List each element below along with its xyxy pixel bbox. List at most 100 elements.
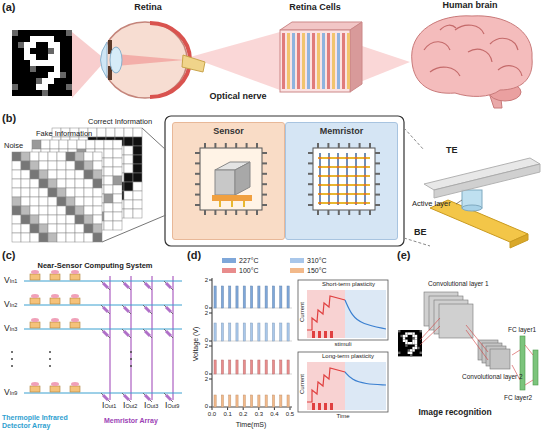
- detector-cube: [215, 162, 250, 170]
- signal-name: VIn9: [4, 388, 17, 397]
- voltage-pulse: [221, 286, 223, 308]
- crossbar-cell: [328, 193, 331, 196]
- legend-entry: 150°C: [290, 266, 327, 274]
- grid-cell: [84, 233, 93, 242]
- brain-gyri: [424, 42, 450, 50]
- chip-pin: [338, 143, 340, 148]
- layer-label: BE: [414, 228, 427, 238]
- thermopile-detector: [30, 386, 40, 392]
- leader-line: [456, 200, 462, 204]
- crossbar-line: [318, 193, 370, 195]
- voltage-pulse: [236, 286, 238, 308]
- crossbar-cell: [364, 193, 367, 196]
- grid-cell: [113, 167, 122, 176]
- legend-entry: 227°C: [222, 256, 259, 264]
- grid-cell: [12, 170, 21, 179]
- grid-cell: [104, 221, 113, 230]
- digit-pixel: [420, 330, 422, 332]
- grid-cell: [113, 140, 122, 149]
- chip-pin: [327, 143, 329, 148]
- grid-cell: [75, 161, 84, 170]
- voltage-pulse: [272, 286, 274, 308]
- grid-cell: [41, 140, 50, 149]
- grid-cell: [133, 128, 142, 137]
- crossbar-cell: [337, 175, 340, 178]
- legend-text: 227°C: [239, 257, 259, 264]
- grid-cell: [84, 152, 93, 161]
- ellipsis-dot: [130, 351, 132, 353]
- memristor-symbol: [144, 330, 151, 337]
- voltage-pulse: [258, 286, 260, 308]
- grid-cell: [113, 185, 122, 194]
- grid-cell: [104, 212, 113, 221]
- digit-pixel: [415, 335, 417, 337]
- brain-gyri: [468, 49, 492, 62]
- axis-tick: 0: [205, 403, 208, 410]
- digit-pixel: [48, 36, 54, 42]
- digit-pixel: [48, 42, 54, 48]
- relaxation-region: [345, 290, 386, 338]
- digit-pixel: [30, 54, 36, 60]
- lens: [110, 47, 122, 73]
- memristor-symbol: [102, 306, 109, 313]
- grid-cell: [113, 176, 122, 185]
- chip-pin: [195, 204, 200, 206]
- grid-cell: [93, 152, 102, 161]
- connection-line: [466, 325, 488, 352]
- tick: [209, 374, 212, 375]
- signal-name: IOut3: [144, 401, 158, 410]
- memristor-symbol: [165, 330, 172, 337]
- grid-cell: [12, 188, 21, 197]
- chip-pin: [195, 173, 200, 175]
- brain-gyri: [440, 25, 456, 30]
- grid-cell: [48, 170, 57, 179]
- grid-cell: [21, 197, 30, 206]
- grid-cell: [66, 170, 75, 179]
- grid-cell: [30, 224, 39, 233]
- voltage-pulse: [265, 360, 267, 374]
- array-label: Thermopile Infrared Detector Array: [2, 414, 98, 429]
- grid-cell: [57, 188, 66, 197]
- chip-pin: [195, 152, 200, 154]
- crossbar-cell: [319, 175, 322, 178]
- voltage-pulse: [236, 360, 238, 374]
- grid-cell: [75, 206, 84, 215]
- voltage-pulse: [214, 323, 216, 341]
- pulse-chart: [209, 278, 292, 410]
- absorber: [31, 270, 39, 274]
- layer-name: Convolutional layer 2: [462, 373, 523, 380]
- digit-pixel: [12, 30, 18, 36]
- layer-label: Active layer: [412, 200, 451, 208]
- voltage-pulse: [243, 360, 245, 374]
- crossbar-cell: [364, 184, 367, 187]
- axis-tick: 0: [205, 337, 208, 344]
- feature-map: [490, 349, 510, 369]
- node-title: Sensor: [173, 123, 284, 136]
- retina-cell: [317, 33, 320, 89]
- memristor-symbol: [102, 282, 109, 289]
- chip-pin: [375, 183, 380, 185]
- grid-cell: [93, 215, 102, 224]
- digit-pixel: [54, 72, 60, 78]
- thermopile-detector: [70, 298, 80, 304]
- grid-cell: [93, 197, 102, 206]
- crossbar-cell: [346, 166, 349, 169]
- digit-pixel: [48, 54, 54, 60]
- grid-cell: [30, 188, 39, 197]
- voltage-pulse: [280, 395, 282, 407]
- active-layer: [462, 205, 482, 211]
- signal-name: IOut1: [102, 401, 116, 410]
- crossbar-cell: [346, 202, 349, 205]
- optic-nerve: [182, 55, 205, 72]
- chip-pin: [317, 210, 319, 215]
- stimulus-bar: [312, 331, 315, 338]
- fake-information-grid: [32, 140, 122, 230]
- chip-pin: [235, 210, 237, 215]
- grid-cell: [57, 215, 66, 224]
- voltage-pulse: [229, 286, 231, 308]
- grid-cell: [21, 188, 30, 197]
- grid-cell: [30, 233, 39, 242]
- tick: [209, 308, 212, 309]
- grid-cell: [21, 179, 30, 188]
